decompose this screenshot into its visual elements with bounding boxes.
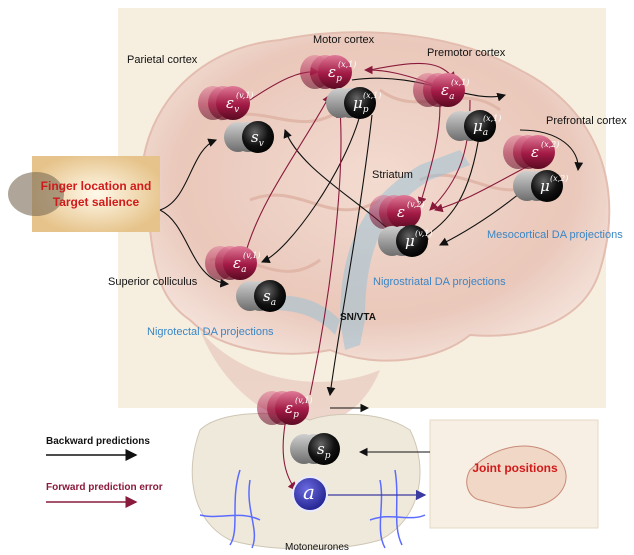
node-symbol: εv <box>226 94 239 115</box>
node-symbol: μp <box>353 94 369 115</box>
node-superscript: (x,1) <box>451 78 469 87</box>
label-nigrostriatal: Nigrostriatal DA projections <box>373 276 506 288</box>
node-symbol: μ <box>405 232 415 250</box>
legend-backward-label: Backward predictions <box>46 436 150 447</box>
node-symbol: sp <box>317 440 331 461</box>
label-superior-colliculus: Superior colliculus <box>108 276 198 288</box>
node-superscript: (v,1) <box>236 91 253 100</box>
finger-label-line2: Target salience <box>53 195 140 209</box>
node-eps-a-x1: εa(x,1) <box>413 73 469 107</box>
label-striatum: Striatum <box>372 169 413 181</box>
node-symbol: εa <box>233 254 246 275</box>
label-nigrotectal: Nigrotectal DA projections <box>147 326 274 338</box>
node-superscript: (v,1) <box>415 229 432 238</box>
label-premotor: Premotor cortex <box>427 47 506 59</box>
node-symbol: εa <box>441 81 454 102</box>
node-symbol: εp <box>328 63 342 84</box>
finger-label-line1: Finger location and <box>41 179 152 193</box>
finger-image-box <box>8 156 160 232</box>
node-eps-x2: ε(x,2) <box>503 135 559 169</box>
node-eps-p-v1: εp(v,1) <box>257 391 312 425</box>
legend-forward-label: Forward prediction error <box>46 482 163 493</box>
node-superscript: (v,2) <box>407 200 424 209</box>
node-superscript: (v,1) <box>295 396 312 405</box>
node-mu-a-x1: μa(x,1) <box>446 110 501 142</box>
label-mesocortical: Mesocortical DA projections <box>487 229 623 241</box>
node-superscript: (x,1) <box>363 91 381 100</box>
node-symbol: sa <box>263 287 276 308</box>
node-eps-p-x1: εp(x,1) <box>300 55 356 89</box>
node-symbol: sv <box>251 128 264 149</box>
label-parietal: Parietal cortex <box>127 54 198 66</box>
node-superscript: (x,2) <box>550 174 568 183</box>
node-superscript: (x,1) <box>338 60 356 69</box>
node-superscript: (x,2) <box>541 140 559 149</box>
node-symbol: μa <box>473 117 488 138</box>
node-layer: εp(x,1)εv(v,1)svμp(x,1)εa(x,1)μa(x,1)ε(x… <box>198 55 568 512</box>
label-motor: Motor cortex <box>313 34 375 46</box>
node-superscript: (x,1) <box>483 114 501 123</box>
da-projections <box>270 150 470 350</box>
node-symbol: μ <box>540 177 550 195</box>
node-mu-v1: μ(v,1) <box>378 225 432 257</box>
node-mu-x2: μ(x,2) <box>513 170 568 202</box>
node-eps-v-v1: εv(v,1) <box>198 86 253 120</box>
node-s-p: sp <box>290 433 340 465</box>
label-prefrontal: Prefrontal cortex <box>546 115 627 127</box>
node-s-a: sa <box>236 280 286 312</box>
joint-image-box <box>429 419 599 529</box>
brain-image <box>140 31 611 424</box>
backward-connections <box>159 77 584 457</box>
joint-label: Joint positions <box>472 461 558 475</box>
node-eps-v2: ε(v,2) <box>369 195 424 229</box>
node-symbol: ε <box>531 143 539 161</box>
label-snvta: SN/VTA <box>340 312 376 323</box>
node-superscript: (v,1) <box>243 251 260 260</box>
node-mu-p-x1: μp(x,1) <box>326 87 381 119</box>
node-symbol: a <box>303 480 315 504</box>
node-symbol: εp <box>285 399 299 420</box>
node-symbol: ε <box>397 203 405 221</box>
node-eps-a-v1: εa(v,1) <box>205 246 260 280</box>
label-motoneurones: Motoneurones <box>285 542 349 553</box>
node-s-v: sv <box>224 121 274 153</box>
node-a: a <box>292 476 328 512</box>
